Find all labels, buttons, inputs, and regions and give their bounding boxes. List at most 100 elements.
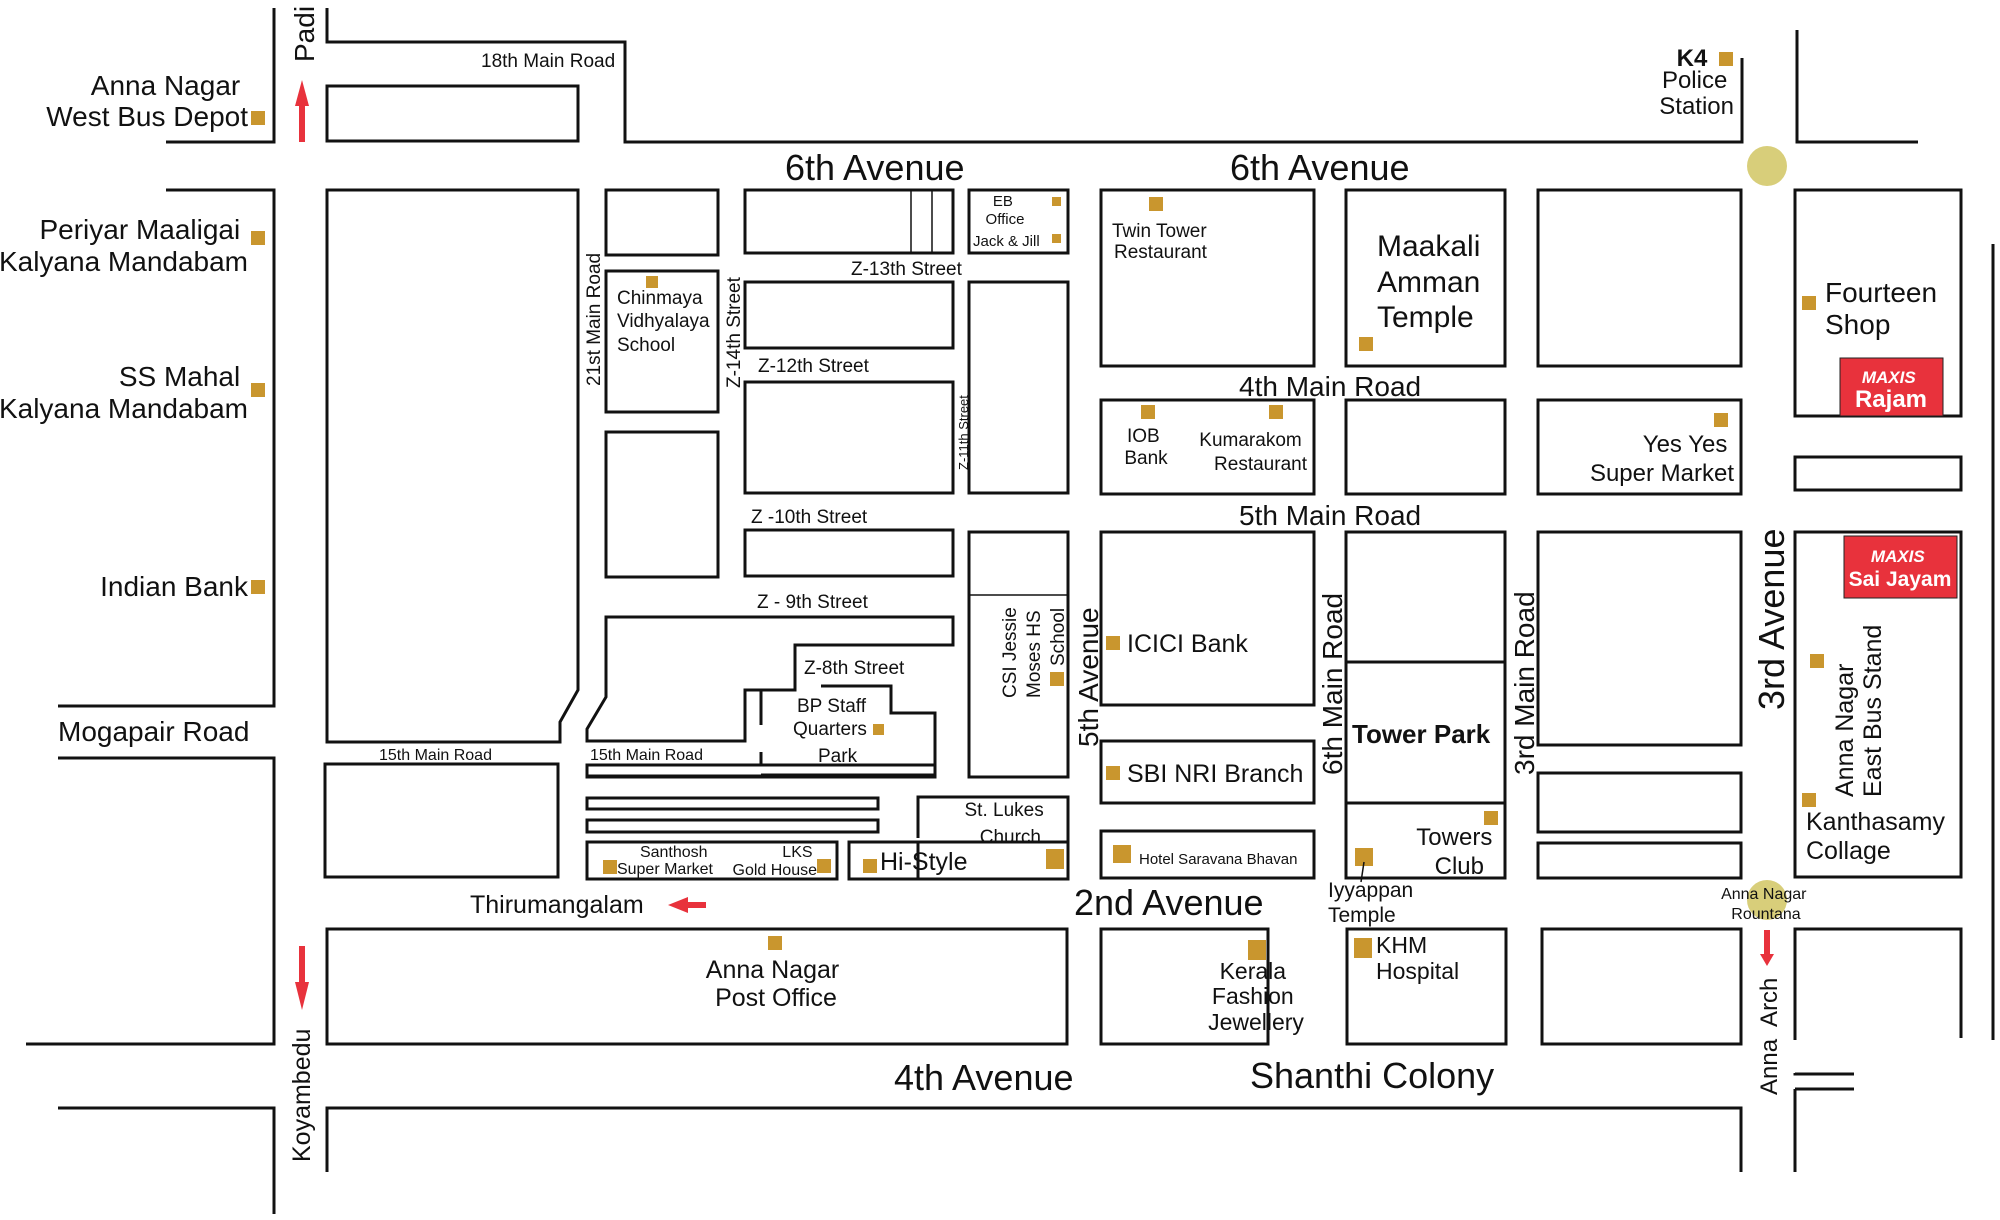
- landmark-maakali[interactable]: Maakali Amman Temple: [1359, 230, 1489, 351]
- landmark-tower-park[interactable]: Tower Park: [1352, 719, 1491, 749]
- landmark-jack-jill[interactable]: Jack & Jill: [973, 233, 1061, 250]
- block: [743, 528, 955, 578]
- road-label-2nd-avenue: 2nd Avenue: [1074, 882, 1264, 923]
- location-marker-icon: [873, 724, 884, 735]
- block-saravana: [1099, 829, 1316, 880]
- landmark-periyar[interactable]: Periyar Maaligai Kalyana Mandabam: [0, 214, 265, 277]
- block: [604, 188, 720, 257]
- landmark-label: Santhosh Super Market: [617, 844, 714, 878]
- location-marker-icon: [768, 936, 782, 950]
- landmark-sbi[interactable]: SBI NRI Branch: [1106, 760, 1303, 788]
- brand-badge: [1843, 535, 1958, 599]
- location-marker-icon: [1359, 337, 1373, 351]
- landmark-label: SBI NRI Branch: [1127, 760, 1303, 788]
- location-marker-icon: [863, 859, 877, 873]
- landmark-label: Yes Yes Super Market: [1590, 431, 1734, 487]
- location-marker-icon: [251, 580, 265, 594]
- landmark-label: SS Mahal Kalyana Mandabam: [0, 361, 248, 424]
- landmark-santhosh[interactable]: Santhosh Super Market: [603, 844, 714, 878]
- landmark-k4-police[interactable]: K4 Police Station: [1659, 45, 1734, 120]
- road-label-15th-main: 15th Main Road: [379, 747, 492, 764]
- landmark-khm[interactable]: KHM Hospital: [1354, 932, 1459, 984]
- landmark-park[interactable]: Park: [818, 746, 858, 767]
- block: [743, 188, 955, 255]
- arrow-up-icon: [295, 80, 309, 142]
- location-marker-icon: [1052, 197, 1061, 206]
- road-label-z14: Z-14th Street: [724, 276, 745, 388]
- landmark-chinmaya[interactable]: Chinmaya Vidhyalaya School: [617, 276, 715, 356]
- landmark-kanthasamy[interactable]: Kanthasamy Collage: [1802, 793, 1952, 865]
- road-labels: Padi 18th Main Road 6th Avenue 6th Avenu…: [58, 6, 1807, 1162]
- landmark-saravana[interactable]: Hotel Saravana Bhavan: [1113, 845, 1297, 868]
- landmark-label: Anna Nagar East Bus Stand: [1831, 625, 1887, 797]
- location-marker-icon: [603, 860, 617, 874]
- block-csi-school: [967, 530, 1070, 779]
- landmark-csi-school[interactable]: CSI Jessie Moses HS School: [1000, 602, 1069, 698]
- landmark-west-bus-depot[interactable]: Anna Nagar West Bus Depot: [46, 70, 265, 132]
- landmark-label: KHM Hospital: [1376, 932, 1459, 984]
- landmark-label: LKS Gold House: [733, 844, 818, 879]
- block-big-west: [325, 188, 580, 744]
- location-marker-icon: [646, 276, 658, 288]
- block: [585, 818, 880, 834]
- block: [585, 796, 880, 811]
- landmark-ss-mahal[interactable]: SS Mahal Kalyana Mandabam: [0, 361, 265, 424]
- block-edge-se: [1793, 927, 1963, 1040]
- landmark-label: CSI Jessie Moses HS School: [1000, 602, 1069, 698]
- brand-maxis-sai-jayam[interactable]: MAXIS Sai Jayam: [1843, 535, 1958, 599]
- landmark-label: BP Staff Quarters: [793, 696, 871, 740]
- block: [604, 430, 720, 579]
- landmark-east-bus-stand[interactable]: Anna Nagar East Bus Stand: [1810, 625, 1887, 797]
- road-label-21st-main: 21st Main Road: [584, 253, 605, 386]
- direction-arrows: [295, 80, 1774, 1010]
- block: [325, 84, 580, 143]
- location-marker-icon: [1354, 938, 1372, 958]
- block-edge-south: [325, 1106, 1743, 1172]
- block-khm: [1345, 927, 1508, 1046]
- landmark-yes-yes[interactable]: Yes Yes Super Market: [1590, 413, 1734, 487]
- road-label-z10: Z -10th Street: [751, 507, 868, 528]
- landmark-icici[interactable]: ICICI Bank: [1106, 630, 1248, 658]
- landmark-post-office[interactable]: Anna Nagar Post Office: [706, 936, 846, 1012]
- block: [1536, 188, 1743, 368]
- landmark-eb-office[interactable]: EB Office: [986, 193, 1061, 228]
- landmark-towers-club[interactable]: Towers Club: [1416, 811, 1499, 880]
- landmark-label: Towers Club: [1416, 824, 1499, 880]
- block: [1536, 841, 1743, 880]
- location-marker-icon: [1484, 811, 1498, 825]
- landmark-twin-tower[interactable]: Twin Tower Restaurant: [1112, 197, 1212, 263]
- block-edge-northeast: [1795, 30, 1918, 144]
- landmark-indian-bank[interactable]: Indian Bank: [100, 571, 265, 602]
- road-label-padi: Padi: [289, 6, 320, 62]
- road-label-6th-main: 6th Main Road: [1317, 593, 1348, 775]
- brand-maxis-rajam[interactable]: MAXIS Rajam: [1839, 357, 1944, 417]
- landmark-label: Maakali Amman Temple: [1377, 230, 1489, 334]
- landmark-lks[interactable]: LKS Gold House: [733, 844, 832, 879]
- block-chinmaya: [604, 269, 720, 414]
- landmark-kumarakom[interactable]: Kumarakom Restaurant: [1199, 405, 1308, 475]
- landmark-label: Anna Nagar Post Office: [706, 956, 846, 1012]
- location-marker-icon: [1802, 793, 1816, 807]
- landmark-bp-staff[interactable]: BP Staff Quarters: [793, 696, 884, 740]
- landmark-iyyappan[interactable]: Iyyappan Temple: [1328, 848, 1419, 927]
- landmark-st-lukes[interactable]: St. Lukes Church: [965, 800, 1065, 869]
- location-marker-icon: [1802, 296, 1816, 310]
- landmark-kerala-fashion[interactable]: Kerala Fashion Jewellery: [1208, 940, 1304, 1035]
- landmark-iob[interactable]: IOB Bank: [1124, 405, 1168, 469]
- location-marker-icon: [1149, 197, 1163, 211]
- landmark-label: Hi-Style: [880, 848, 968, 876]
- block-yes-yes: [1536, 398, 1743, 496]
- location-marker-icon: [1355, 848, 1373, 866]
- landmark-label: Chinmaya Vidhyalaya School: [617, 288, 715, 356]
- road-label-3rd-main: 3rd Main Road: [1509, 591, 1540, 775]
- landmark-fourteen-shop[interactable]: Fourteen Shop: [1802, 277, 1945, 340]
- road-label-koyambedu: Koyambedu: [288, 1029, 316, 1162]
- block: [1793, 455, 1963, 492]
- leader-line: [1360, 861, 1365, 883]
- block-post-office: [325, 927, 1069, 1046]
- location-marker-icon: [251, 111, 265, 125]
- arrow-left-icon: [668, 897, 706, 913]
- road-label-18th-main: 18th Main Road: [481, 51, 615, 72]
- landmark-hi-style[interactable]: Hi-Style: [863, 848, 968, 876]
